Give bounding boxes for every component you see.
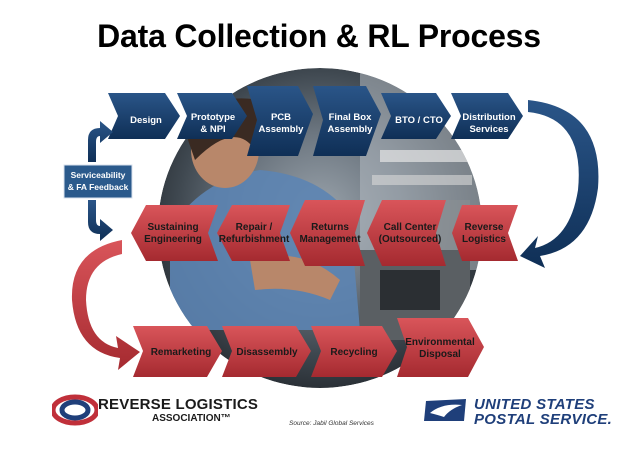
page-title: Data Collection & RL Process [97, 18, 541, 54]
arrow-pcb [247, 86, 313, 156]
svg-text:Logistics: Logistics [462, 234, 506, 245]
arrow-reverse-logistics [452, 205, 518, 261]
top-label-6a: Distribution [462, 112, 515, 123]
svg-text:Disposal: Disposal [419, 349, 461, 360]
svg-text:Recycling: Recycling [330, 347, 377, 358]
svg-text:Prototype: Prototype [191, 112, 235, 123]
arrow-sustaining [131, 205, 218, 261]
svg-text:Disassembly: Disassembly [236, 347, 298, 358]
top-label-6b: Services [469, 124, 508, 135]
rla-name: REVERSE LOGISTICS [98, 396, 259, 413]
mid-label-3b: Management [299, 234, 361, 245]
arrow-repair [217, 205, 290, 261]
rla-sub: ASSOCIATION™ [152, 413, 231, 424]
svg-text:Serviceability: Serviceability [71, 170, 126, 180]
svg-text:& NPI: & NPI [200, 124, 225, 135]
svg-text:Reverse: Reverse [465, 222, 504, 233]
mid-label-4a: Call Center [384, 222, 437, 233]
svg-text:Assembly: Assembly [328, 124, 374, 135]
source-note: Source: Jabil Global Services [289, 420, 374, 427]
top-row-arrows: Design Prototype & NPI PCB Assembly Fina… [108, 86, 523, 156]
mid-label-1b: Engineering [144, 234, 202, 245]
arrow-prototype [177, 93, 247, 139]
svg-text:Design: Design [130, 115, 162, 126]
arrow-remarketing [133, 326, 222, 377]
top-label-3b: Assembly [259, 124, 305, 135]
top-label-4b: Assembly [328, 124, 374, 135]
svg-text:Assembly: Assembly [259, 124, 305, 135]
svg-text:Call Center: Call Center [384, 222, 437, 233]
svg-text:PCB: PCB [271, 112, 291, 123]
mid-label-1a: Sustaining [147, 222, 198, 233]
arrow-returns [290, 200, 365, 266]
bot-label-1: Remarketing [151, 347, 212, 358]
svg-text:Distribution: Distribution [462, 112, 515, 123]
top-label-4a: Final Box [329, 112, 372, 123]
bot-label-2: Disassembly [236, 347, 298, 358]
svg-text:Remarketing: Remarketing [151, 347, 212, 358]
bottom-row-arrows: Remarketing Disassembly Recycling Enviro… [133, 318, 484, 377]
mid-label-3a: Returns [311, 222, 349, 233]
blue-curve-connector [520, 100, 599, 268]
mid-label-2b: Refurbishment [219, 234, 290, 245]
arrow-distribution [451, 93, 523, 139]
bot-label-4a: Environmental [405, 337, 475, 348]
mid-label-5a: Reverse [465, 222, 504, 233]
mid-label-4b: (Outsourced) [379, 234, 442, 245]
usps-eagle-icon [424, 399, 466, 421]
arrow-design [108, 93, 180, 139]
arrow-environmental [397, 318, 484, 377]
bot-label-4b: Disposal [419, 349, 461, 360]
arrow-final-box [313, 86, 381, 156]
arrow-disassembly [222, 326, 311, 377]
middle-row-arrows: Reverse Logistics Call Center (Outsource… [131, 200, 518, 266]
svg-text:Services: Services [469, 124, 508, 135]
mid-label-5b: Logistics [462, 234, 506, 245]
svg-text:& FA Feedback: & FA Feedback [68, 182, 129, 192]
top-label-2a: Prototype [191, 112, 235, 123]
rla-logo-icon [52, 394, 98, 426]
arrow-call-center [367, 200, 446, 266]
feedback-arrows [88, 121, 113, 241]
mid-label-2a: Repair / [236, 222, 273, 233]
feedback-label-b: & FA Feedback [68, 182, 129, 192]
top-label-1a: Design [130, 115, 162, 126]
top-label-3a: PCB [271, 112, 291, 123]
feedback-label-a: Serviceability [71, 170, 126, 180]
top-label-2b: & NPI [200, 124, 225, 135]
feedback-box: Serviceability & FA Feedback [63, 164, 133, 199]
svg-text:Returns: Returns [311, 222, 349, 233]
svg-text:Refurbishment: Refurbishment [219, 234, 290, 245]
arrow-recycling [311, 326, 397, 377]
usps-name-2: POSTAL SERVICE. [474, 411, 613, 428]
red-curve-connector [71, 240, 140, 370]
svg-text:Final Box: Final Box [329, 112, 372, 123]
usps-name-1: UNITED STATES [474, 396, 595, 413]
svg-text:Engineering: Engineering [144, 234, 202, 245]
arrow-bto [381, 93, 451, 139]
svg-text:Management: Management [299, 234, 361, 245]
top-label-5a: BTO / CTO [395, 115, 443, 126]
svg-text:Sustaining: Sustaining [147, 222, 198, 233]
svg-text:Environmental: Environmental [405, 337, 475, 348]
bot-label-3: Recycling [330, 347, 377, 358]
svg-text:(Outsourced): (Outsourced) [379, 234, 442, 245]
svg-text:Repair /: Repair / [236, 222, 273, 233]
svg-text:BTO / CTO: BTO / CTO [395, 115, 443, 126]
